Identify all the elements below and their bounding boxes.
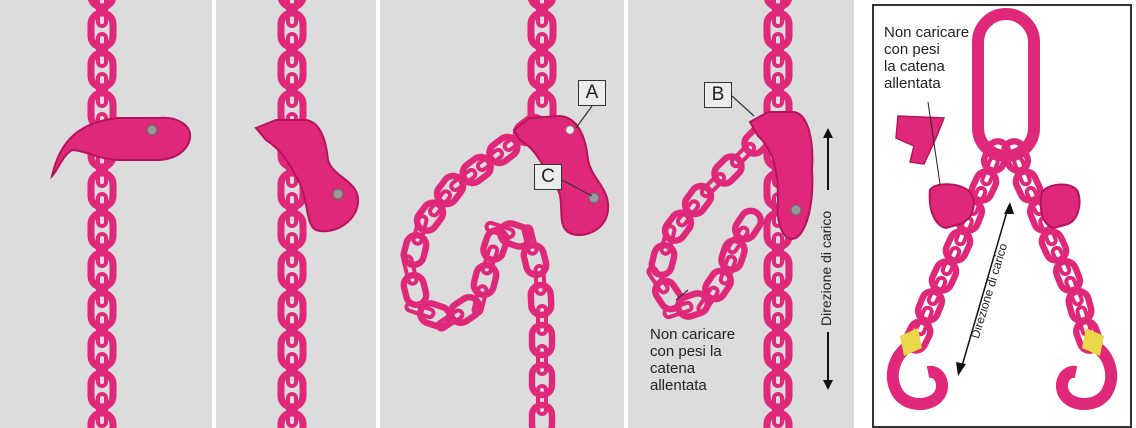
chain-link — [91, 253, 113, 287]
chain-link — [281, 13, 303, 47]
hook-right — [1062, 346, 1111, 404]
chain-link — [91, 53, 113, 87]
chain-link — [281, 213, 303, 247]
chain-link — [530, 285, 551, 316]
chain-link — [532, 325, 552, 355]
chain-link — [91, 213, 113, 247]
chain-link — [281, 293, 303, 327]
chain-link — [531, 53, 553, 87]
clutch-pin-c — [589, 193, 599, 203]
chain-link — [91, 333, 113, 367]
chain-link — [281, 0, 303, 7]
chain-link — [731, 207, 764, 243]
chain-link — [91, 13, 113, 47]
step-2-illustration — [216, 0, 376, 428]
callout-c: C — [534, 164, 562, 190]
hook-left — [893, 346, 942, 404]
clutch-right — [1041, 185, 1080, 229]
chain-link — [91, 293, 113, 327]
load-direction-label: Direzione di carico — [818, 211, 834, 326]
chain-link — [91, 173, 113, 207]
step-3-panel: A C — [380, 0, 624, 428]
arrow-right-head-top — [1004, 202, 1014, 214]
chain-link — [535, 266, 544, 294]
arrow-right-head-bottom — [956, 362, 966, 376]
step-3-illustration — [380, 0, 624, 428]
shortening-clutch — [256, 120, 358, 231]
chain-link — [767, 333, 789, 367]
chain-vertical-top — [531, 0, 553, 127]
chain-link — [91, 373, 113, 407]
chain-link — [281, 253, 303, 287]
clutch-pin — [333, 189, 343, 199]
callout-leader-b — [732, 96, 754, 116]
step-1-illustration — [0, 0, 212, 428]
chain-link — [710, 152, 745, 187]
chain-link — [767, 253, 789, 287]
shortening-clutch — [52, 118, 190, 176]
chain-vertical — [91, 0, 113, 428]
arrow-down-head — [823, 380, 833, 390]
clutch-pin — [791, 205, 801, 215]
slack-chain-warning: Non caricare con pesi la catena allentat… — [650, 326, 735, 394]
master-link — [978, 14, 1034, 156]
tag-plate — [896, 116, 944, 164]
step-2-panel — [216, 0, 376, 428]
chain-link — [538, 386, 546, 414]
arrow-up-head — [823, 128, 833, 138]
callout-leader-a — [576, 106, 592, 128]
chain-link — [531, 0, 553, 7]
chain-link — [532, 365, 552, 395]
chain-link — [91, 0, 113, 7]
clutch-pin-a — [566, 126, 574, 134]
callout-b: B — [704, 82, 732, 108]
chain-link — [767, 293, 789, 327]
chain-link — [767, 53, 789, 87]
chain-leg-right — [1001, 138, 1102, 353]
chain-loop — [402, 113, 552, 428]
step-1-panel — [0, 0, 212, 428]
chain-link — [532, 405, 552, 428]
chain-link — [281, 53, 303, 87]
chain-link — [281, 333, 303, 367]
clutch-pin — [147, 125, 157, 135]
chain-link — [650, 243, 677, 277]
chain-link — [281, 373, 303, 407]
chain-link — [767, 0, 789, 7]
slack-chain-warning-right: Non caricare con pesi la catena allentat… — [884, 24, 969, 92]
chain-link — [767, 373, 789, 407]
chain-link — [531, 13, 553, 47]
chain-loop — [647, 122, 776, 319]
chain-link — [538, 306, 546, 334]
clutch-left — [930, 184, 974, 228]
chain-link — [538, 346, 546, 374]
chain-vertical — [281, 0, 303, 428]
callout-a: A — [578, 80, 606, 106]
two-leg-sling-frame: Non caricare con pesi la catena allentat… — [872, 4, 1132, 428]
chain-link — [767, 13, 789, 47]
